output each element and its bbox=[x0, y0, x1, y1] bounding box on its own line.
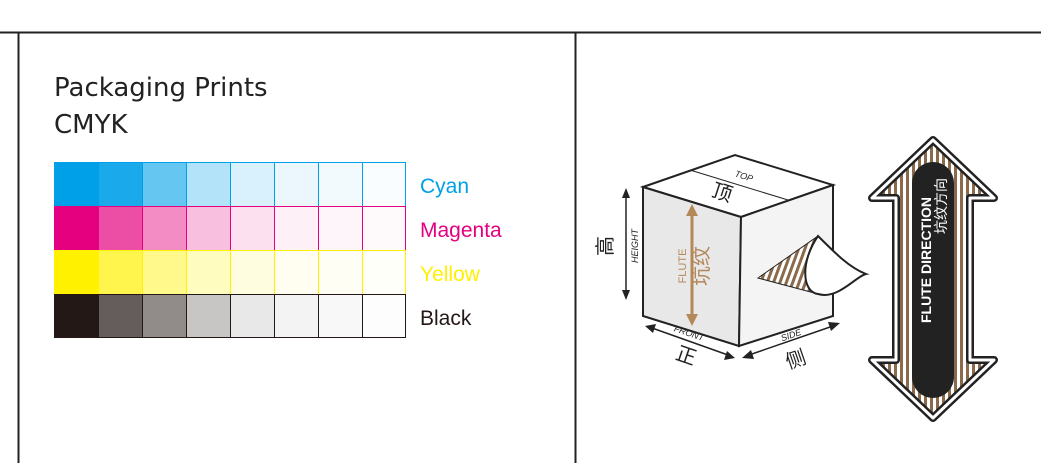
swatch-magenta-6 bbox=[274, 206, 318, 250]
swatch-magenta-8 bbox=[362, 206, 406, 250]
yellow-label: Yellow bbox=[420, 263, 480, 286]
flute-direction-arrow-icon: FLUTE DIRECTION 坑纹方向 bbox=[868, 136, 998, 422]
swatch-cyan-7 bbox=[318, 162, 362, 206]
peel-flap-icon bbox=[804, 234, 870, 296]
flute-direction-label: FLUTE DIRECTION bbox=[918, 197, 934, 323]
swatch-cyan-6 bbox=[274, 162, 318, 206]
swatch-black-6 bbox=[274, 294, 318, 338]
swatch-yellow-3 bbox=[142, 250, 186, 294]
swatch-yellow-1 bbox=[54, 250, 98, 294]
height-label: HEIGHT bbox=[630, 228, 640, 264]
flute-label-cn: 坑纹 bbox=[689, 246, 713, 286]
swatch-magenta-3 bbox=[142, 206, 186, 250]
swatch-yellow-5 bbox=[230, 250, 274, 294]
swatch-black-4 bbox=[186, 294, 230, 338]
front-label-cn: 正 bbox=[673, 341, 700, 370]
swatch-magenta-1 bbox=[54, 206, 98, 250]
flute-label: FLUTE bbox=[677, 249, 689, 284]
swatch-yellow-2 bbox=[98, 250, 142, 294]
swatch-black-5 bbox=[230, 294, 274, 338]
section-subtitle: CMYK bbox=[54, 110, 128, 140]
swatch-cyan-2 bbox=[98, 162, 142, 206]
swatch-black-1 bbox=[54, 294, 98, 338]
black-label: Black bbox=[420, 307, 472, 330]
swatch-cyan-1 bbox=[54, 162, 98, 206]
height-label-cn: 高 bbox=[593, 236, 617, 256]
swatch-black-8 bbox=[362, 294, 406, 338]
swatch-yellow-6 bbox=[274, 250, 318, 294]
swatch-black-3 bbox=[142, 294, 186, 338]
swatch-black-7 bbox=[318, 294, 362, 338]
swatch-cyan-3 bbox=[142, 162, 186, 206]
swatch-magenta-5 bbox=[230, 206, 274, 250]
side-label-cn: 侧 bbox=[782, 345, 809, 374]
swatch-magenta-7 bbox=[318, 206, 362, 250]
swatch-yellow-8 bbox=[362, 250, 406, 294]
swatch-black-2 bbox=[98, 294, 142, 338]
magenta-label: Magenta bbox=[420, 219, 502, 242]
swatch-yellow-4 bbox=[186, 250, 230, 294]
swatch-yellow-7 bbox=[318, 250, 362, 294]
swatch-cyan-8 bbox=[362, 162, 406, 206]
swatch-cyan-5 bbox=[230, 162, 274, 206]
flute-direction-label-cn: 坑纹方向 bbox=[934, 178, 950, 234]
swatch-cyan-4 bbox=[186, 162, 230, 206]
box-diagram: FLUTE 坑纹 TOP 顶 HEIGHT 高 FRONT 正 SIDE 侧 bbox=[593, 153, 870, 374]
cyan-label: Cyan bbox=[420, 175, 470, 198]
swatch-magenta-4 bbox=[186, 206, 230, 250]
section-title: Packaging Prints bbox=[54, 73, 268, 103]
cmyk-swatch-grid bbox=[54, 162, 406, 338]
swatch-magenta-2 bbox=[98, 206, 142, 250]
